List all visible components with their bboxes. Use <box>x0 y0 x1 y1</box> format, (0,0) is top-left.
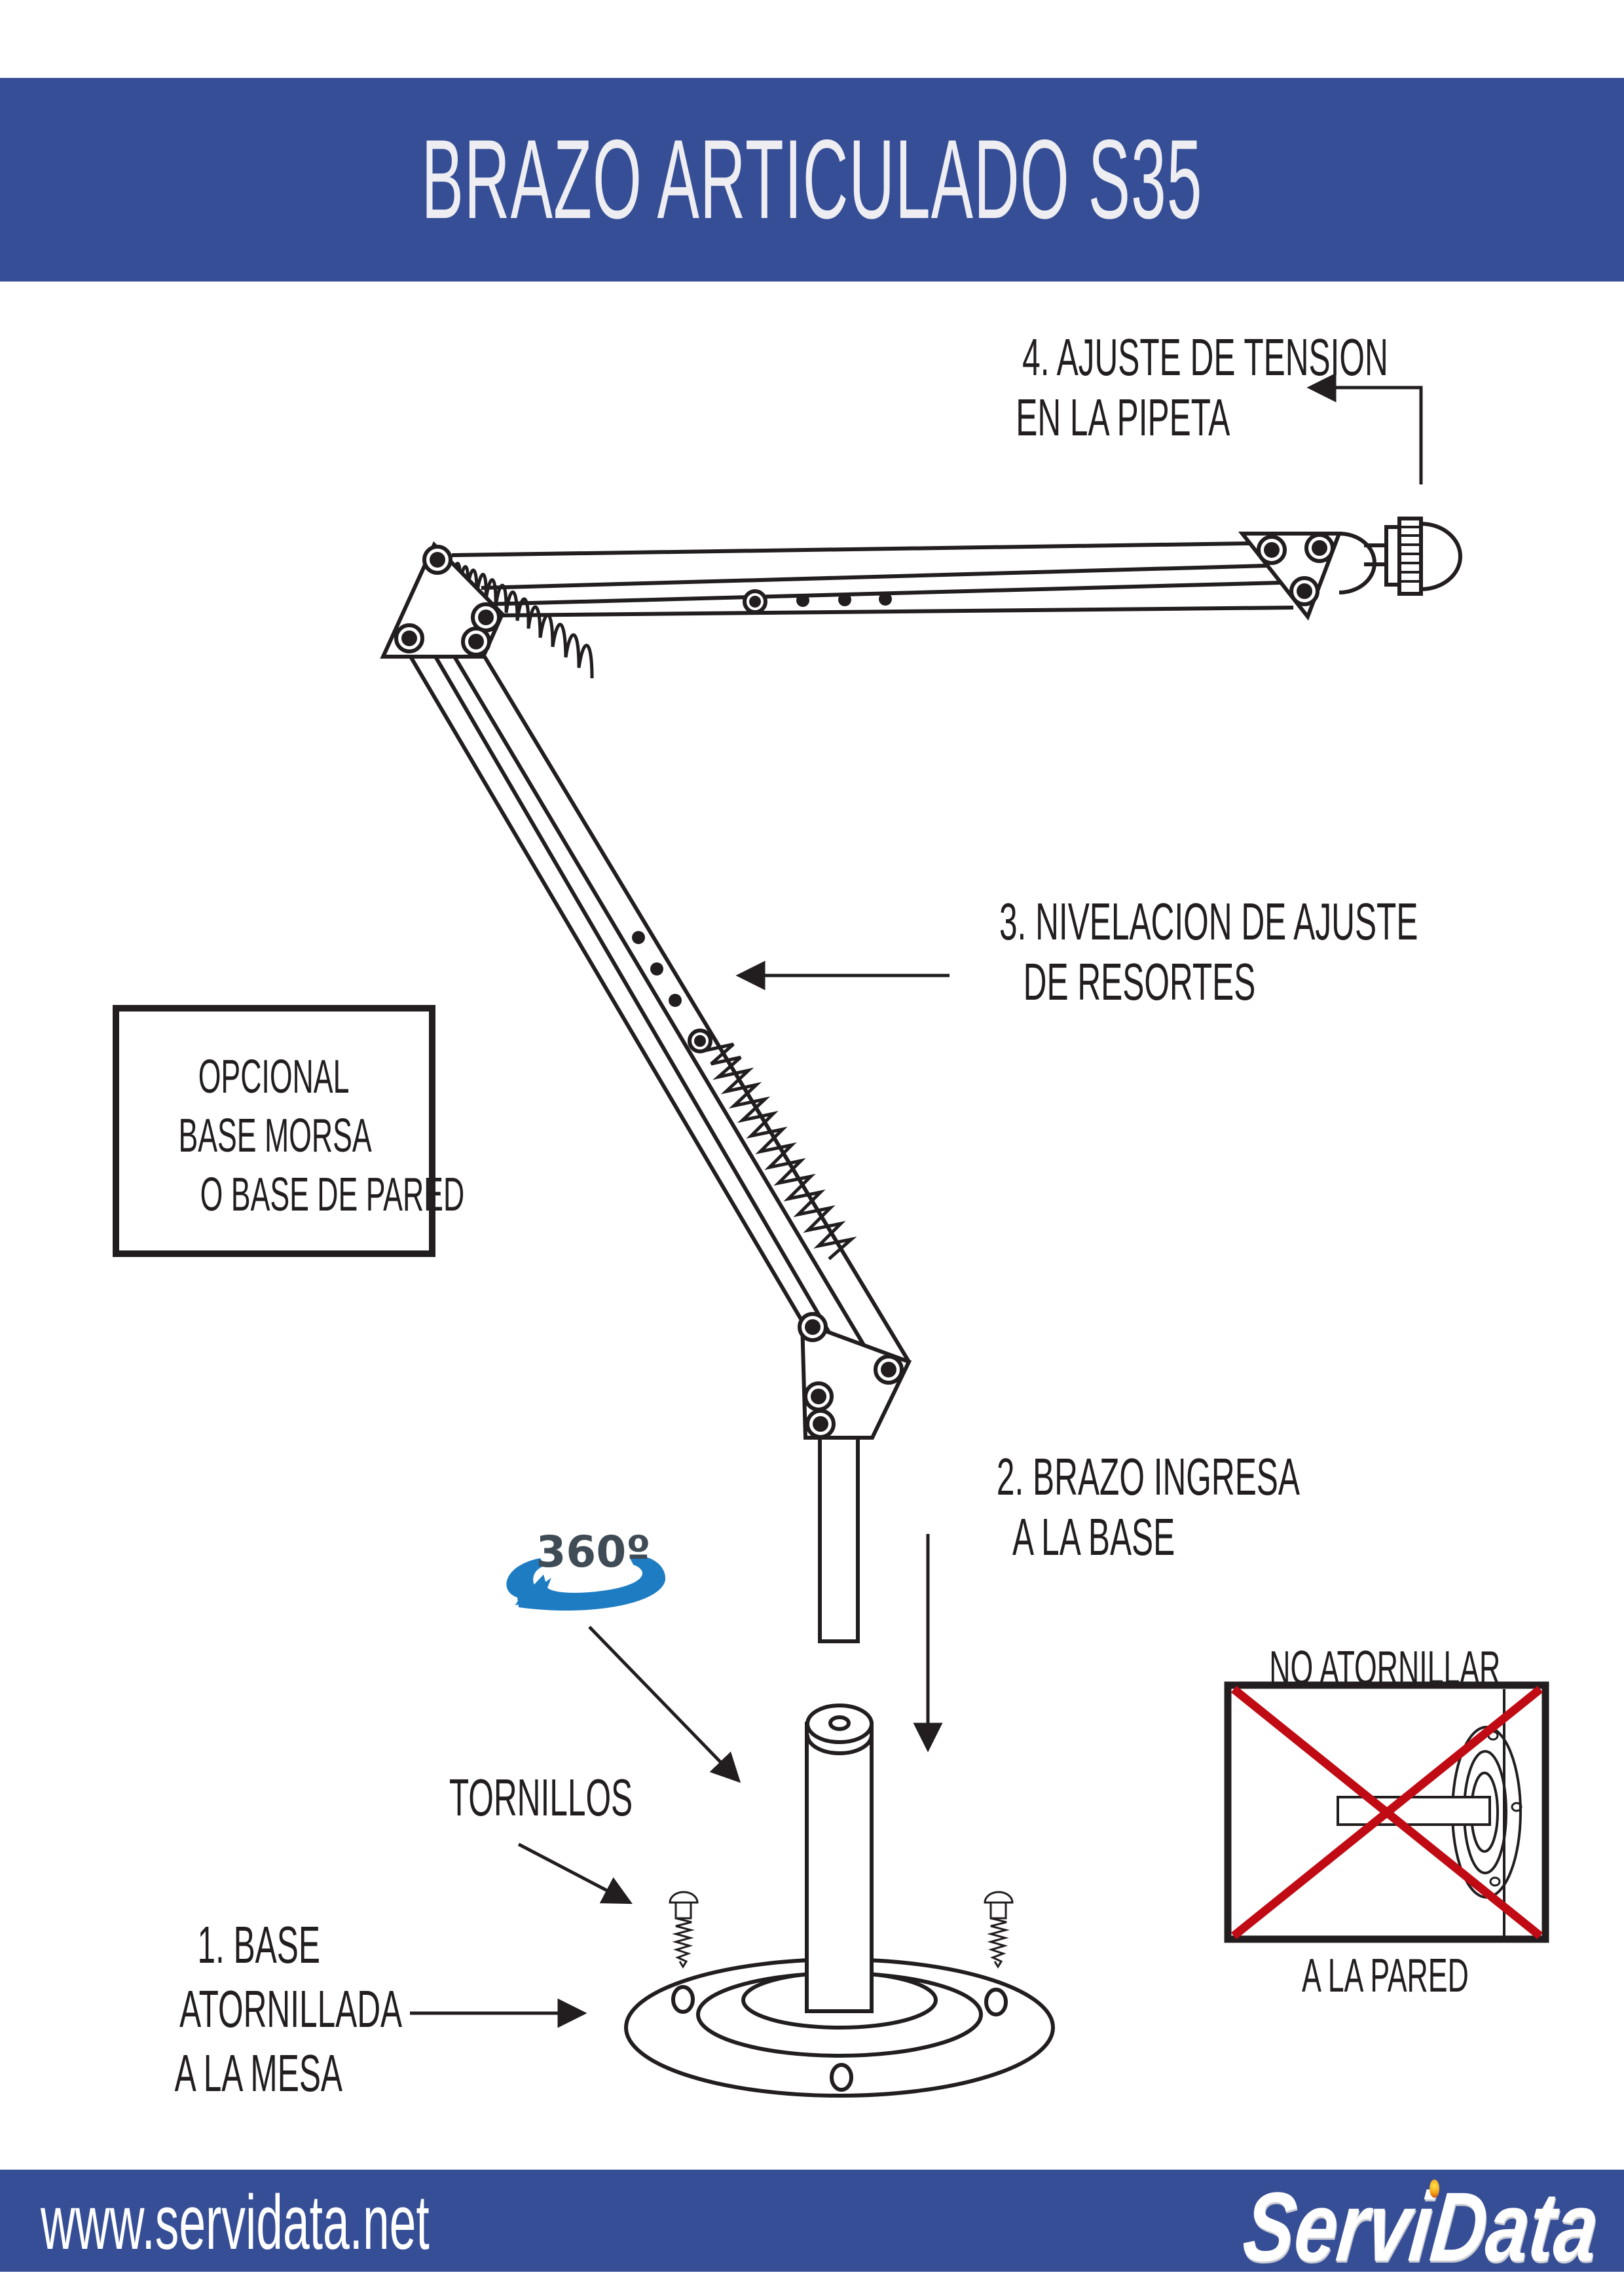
step-2-label: 2. BRAZO INGRESA A LA BASE <box>996 1448 1300 1566</box>
brand-logo: ServiData <box>1238 2172 1604 2282</box>
warning-bottom-label: A LA PARED <box>1301 1950 1469 2002</box>
upper-spring-icon <box>450 562 594 679</box>
step-4-label: 4. AJUSTE DE TENSION EN LA PIPETA <box>1016 328 1388 446</box>
cross-out-icon <box>1230 1685 1543 1940</box>
screw-icon <box>669 1891 699 1969</box>
header-band <box>0 78 1624 282</box>
wall-mount-warning <box>1224 1681 1549 1943</box>
step-3-label: 3. NIVELACION DE AJUSTE DE RESORTES <box>999 892 1418 1011</box>
rotate-360-icon: 360º <box>506 1527 666 1611</box>
page-title: BRAZO ARTICULADO S35 <box>421 117 1203 242</box>
upper-arm <box>451 541 1294 617</box>
arrow-step-4 <box>1306 373 1423 484</box>
optional-base-box: OPCIONAL BASE MORSA O BASE DE PARED <box>113 1005 465 1257</box>
step-1-label: 1. BASE ATORNILLADA A LA MESA <box>174 1916 403 2102</box>
warning-top-label: NO ATORNILLAR <box>1269 1642 1501 1694</box>
website-link[interactable]: www.servidata.net <box>41 2179 430 2266</box>
brand-dot-icon <box>1430 2179 1439 2198</box>
diagonal-arm <box>409 655 911 1363</box>
footer-band <box>0 2170 1624 2272</box>
rotation-label: 360º <box>536 1527 651 1577</box>
arrow-rotation <box>588 1626 741 1783</box>
screw-icon <box>984 1891 1014 1969</box>
arm-insert-tube <box>818 1436 860 1643</box>
adjust-hole <box>879 592 892 606</box>
lower-spring-icon <box>703 1042 857 1260</box>
screws-label: TORNILLOS <box>449 1768 633 1827</box>
adjust-hole <box>796 594 809 607</box>
adjust-hole <box>838 593 851 606</box>
table-base <box>624 1704 1055 2098</box>
arrow-screws <box>517 1842 633 1904</box>
optional-base-text: OPCIONAL BASE MORSA O BASE DE PARED <box>178 1051 465 1221</box>
